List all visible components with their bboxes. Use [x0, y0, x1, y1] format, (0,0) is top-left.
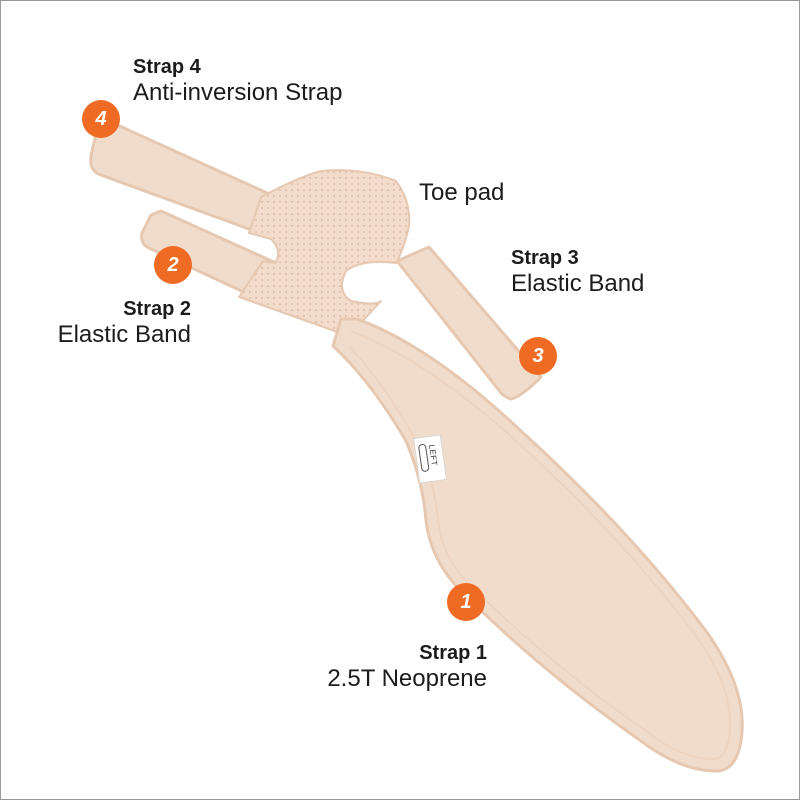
- strap-1-title: Strap 1: [419, 642, 487, 664]
- strap-1-subtitle: 2.5T Neoprene: [327, 665, 487, 692]
- strap-4-label: Strap 4 Anti-inversion Strap: [133, 55, 342, 108]
- toe-pad-shape: [238, 169, 411, 337]
- strap-4-title: Strap 4: [133, 56, 201, 78]
- strap-2-label: Strap 2 Elastic Band: [31, 297, 191, 350]
- strap-2-subtitle: Elastic Band: [57, 321, 191, 348]
- strap-4-badge: 4: [82, 100, 120, 138]
- strap-3-shape: [395, 245, 543, 401]
- strap-2-badge: 2: [154, 246, 192, 284]
- strap-1-stitch: [348, 330, 731, 761]
- toe-pad-label: Toe pad: [419, 179, 505, 206]
- strap-3-title: Strap 3: [511, 247, 579, 269]
- strap-3-label: Strap 3 Elastic Band: [511, 246, 644, 299]
- strap-1-shape: [331, 317, 744, 773]
- strap-3-subtitle: Elastic Band: [511, 270, 645, 297]
- strap-1-badge: 1: [447, 583, 485, 621]
- strap-3-badge: 3: [519, 337, 557, 375]
- tag-text: LEFT: [427, 444, 439, 467]
- strap-4-subtitle: Anti-inversion Strap: [133, 79, 343, 106]
- strap-1-label: Strap 1 2.5T Neoprene: [277, 641, 487, 694]
- strap-2-title: Strap 2: [123, 298, 191, 320]
